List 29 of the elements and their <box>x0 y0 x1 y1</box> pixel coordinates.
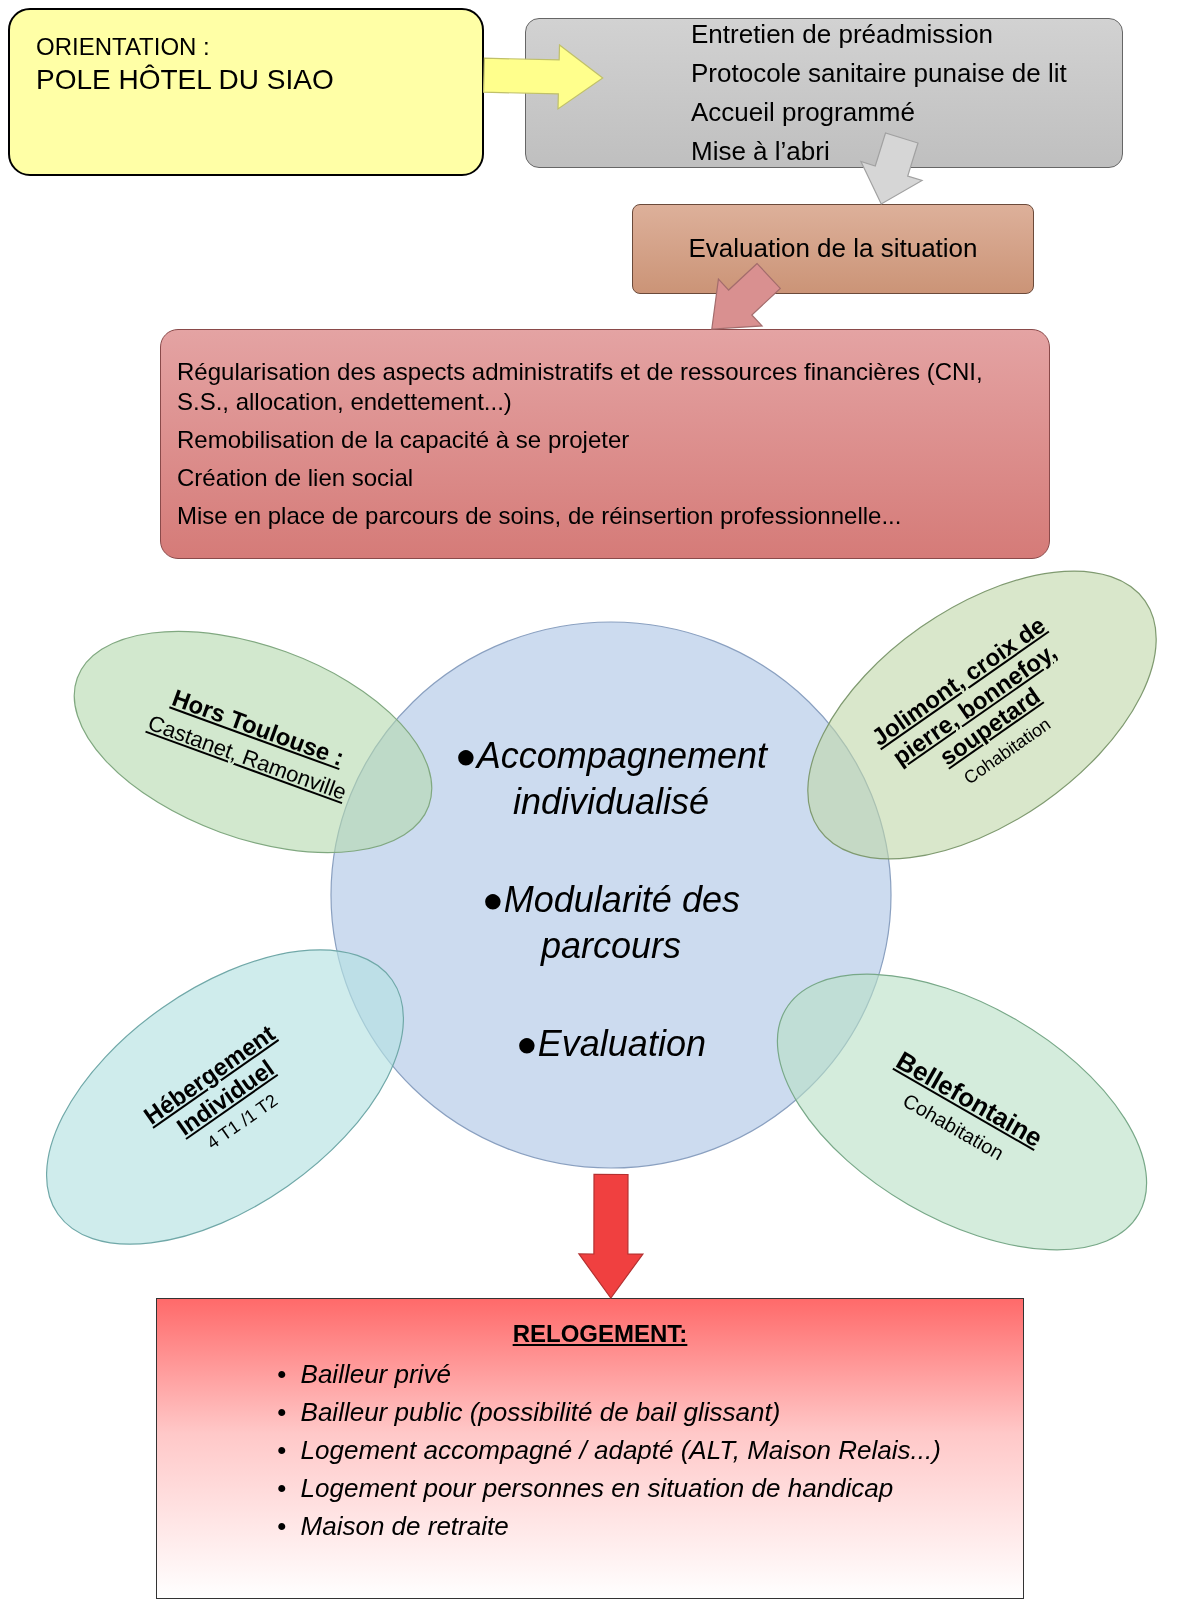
heading-text: ORIENTATION : <box>36 32 211 62</box>
actions-box <box>160 329 1050 559</box>
heading-text: POLE HÔTEL DU SIAO <box>36 63 335 97</box>
list-item: • Bailleur privé <box>277 1358 452 1391</box>
section-title: RELOGEMENT: <box>511 1319 689 1349</box>
block-arrow <box>711 262 782 330</box>
list-item: Entretien de préadmission <box>691 18 995 51</box>
evaluation-box <box>632 204 1034 294</box>
list-item: Accueil programmé <box>691 96 916 129</box>
orientation-box <box>8 8 484 176</box>
list-item: Création de lien social <box>177 463 415 493</box>
block-arrow <box>577 1173 645 1300</box>
list-item: Mise en place de parcours de soins, de réinsertion professionnelle... <box>177 501 903 531</box>
block-arrow <box>859 132 924 205</box>
bullet-item: ●Evaluation <box>515 1022 707 1066</box>
bullet-item: ●Modularité des parcours <box>481 878 741 968</box>
list-item: Régularisation des aspects administratifs et de ressources financières (CNI, S.S., allocation, endettement...) <box>177 357 984 417</box>
bullet-item: ●Accompagnement individualisé <box>454 734 770 824</box>
list-item: • Logement pour personnes en situation de handicap <box>277 1472 895 1505</box>
list-item: • Bailleur public (possibilité de bail glissant) <box>277 1396 782 1429</box>
list-item: • Logement accompagné / adapté (ALT, Maison Relais...) <box>277 1434 942 1467</box>
relogement-box <box>156 1298 1024 1599</box>
list-item: Protocole sanitaire punaise de lit <box>691 57 1068 90</box>
list-item: Remobilisation de la capacité à se projeter <box>177 425 631 455</box>
list-item: Mise à l’abri <box>691 135 831 168</box>
steps-box <box>525 18 1123 168</box>
list-item: • Maison de retraite <box>277 1510 510 1543</box>
box-label: Evaluation de la situation <box>688 233 978 265</box>
block-arrow <box>483 43 604 111</box>
